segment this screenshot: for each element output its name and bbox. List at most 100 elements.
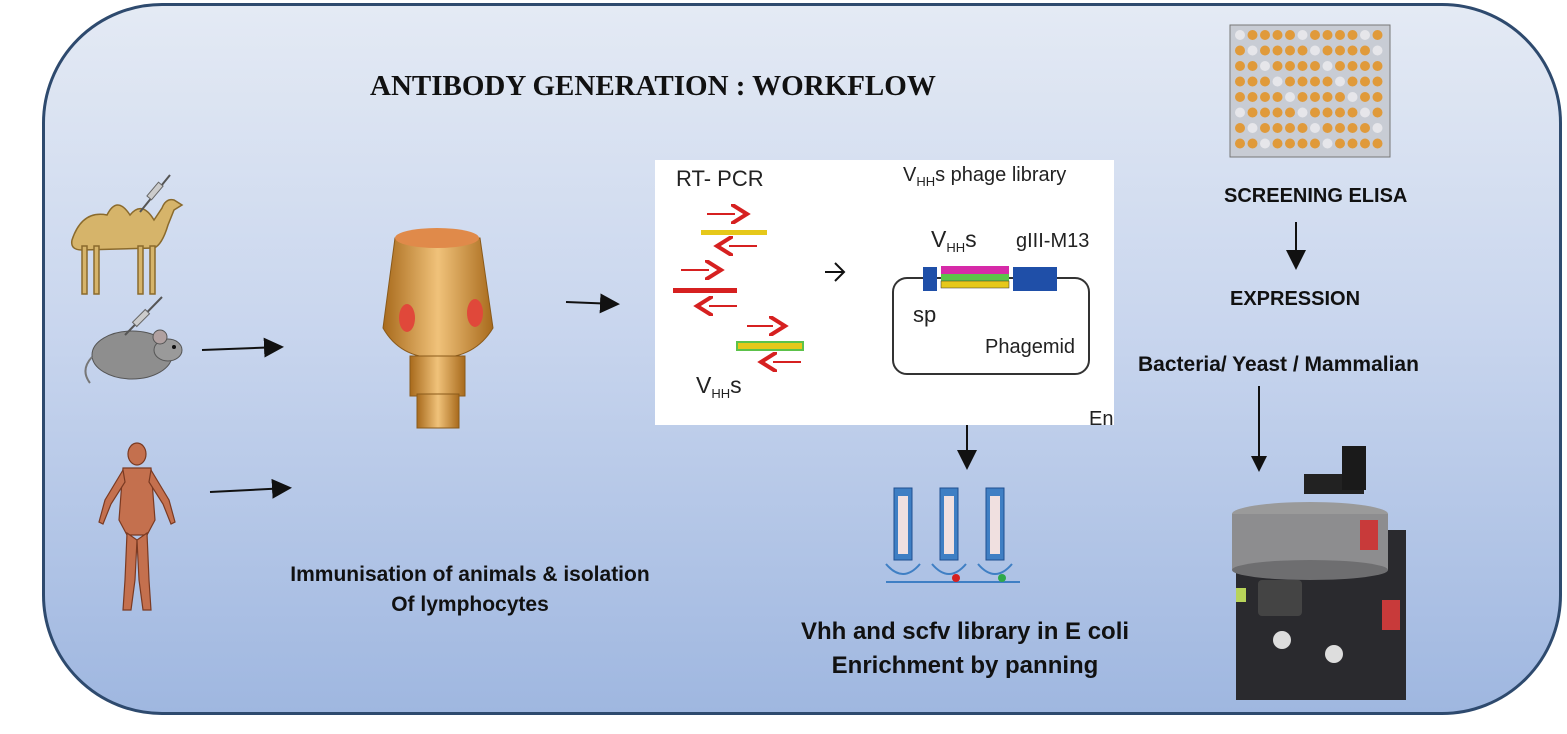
elisa-well xyxy=(1260,138,1270,149)
elisa-well xyxy=(1260,92,1270,102)
elisa-well xyxy=(1335,30,1345,40)
elisa-well xyxy=(1335,45,1345,56)
elisa-well xyxy=(1235,92,1245,102)
elisa-well xyxy=(1297,138,1308,149)
vhhs-primer-label: VHHs xyxy=(696,372,742,401)
elisa-well xyxy=(1235,30,1245,40)
elisa-well xyxy=(1247,61,1258,71)
elisa-well xyxy=(1285,61,1295,71)
library-caption: Vhh and scfv library in E coli Enrichmen… xyxy=(800,618,1130,679)
elisa-well xyxy=(1322,123,1333,133)
elisa-well xyxy=(1310,76,1320,87)
elisa-well xyxy=(1285,92,1295,102)
elisa-well xyxy=(1272,30,1283,40)
elisa-plate-icon xyxy=(1229,24,1391,158)
elisa-well xyxy=(1235,61,1245,71)
elisa-well xyxy=(1322,30,1333,40)
elisa-well xyxy=(1347,123,1358,133)
elisa-well xyxy=(1322,107,1333,118)
elisa-well xyxy=(1372,45,1383,56)
mouse-icon xyxy=(84,296,183,384)
elisa-well xyxy=(1235,123,1245,133)
elisa-well xyxy=(1347,138,1358,149)
elisa-well xyxy=(1235,107,1245,118)
lymphocyte-vessel-icon xyxy=(382,228,494,429)
pcr-schematic xyxy=(673,160,1090,375)
elisa-well xyxy=(1310,138,1320,149)
elisa-well xyxy=(1322,138,1333,149)
elisa-well xyxy=(1285,76,1295,87)
elisa-well xyxy=(1260,61,1270,71)
elisa-well xyxy=(1360,107,1370,118)
arrow-mouse-to-lymph xyxy=(201,337,284,358)
elisa-well xyxy=(1272,45,1283,56)
elisa-well xyxy=(1260,123,1270,133)
elisa-well xyxy=(1310,45,1320,56)
elisa-well xyxy=(1372,123,1383,133)
elisa-well xyxy=(1297,45,1308,56)
elisa-well xyxy=(1335,76,1345,87)
elisa-well xyxy=(1322,61,1333,71)
elisa-well xyxy=(1310,61,1320,71)
elisa-well xyxy=(1310,92,1320,102)
elisa-well xyxy=(1335,92,1345,102)
human-anatomy-icon xyxy=(98,442,176,611)
sp-label: sp xyxy=(913,302,937,327)
giii-m13-label: gIII-M13 xyxy=(1016,230,1090,252)
elisa-well xyxy=(1247,92,1258,102)
elisa-well xyxy=(1335,107,1345,118)
elisa-well xyxy=(1372,138,1383,149)
elisa-well xyxy=(1335,138,1345,149)
elisa-well xyxy=(1297,107,1308,118)
elisa-well xyxy=(1247,45,1258,56)
elisa-well xyxy=(1297,123,1308,133)
elisa-well xyxy=(1297,30,1308,40)
elisa-well xyxy=(1235,138,1245,149)
elisa-well xyxy=(1360,123,1370,133)
expression-label: EXPRESSION xyxy=(1230,288,1361,310)
elisa-well xyxy=(1347,92,1358,102)
elisa-well xyxy=(1247,107,1258,118)
bioreactor-icon xyxy=(1232,446,1406,700)
elisa-well xyxy=(1260,107,1270,118)
elisa-well xyxy=(1335,61,1345,71)
elisa-well xyxy=(1272,92,1283,102)
camel-icon xyxy=(70,174,184,295)
diagram-title: ANTIBODY GENERATION : WORKFLOW xyxy=(370,70,936,102)
elisa-well xyxy=(1372,107,1383,118)
elisa-well xyxy=(1347,61,1358,71)
arrow-lymph-to-pcr xyxy=(565,293,620,314)
elisa-well xyxy=(1285,138,1295,149)
elisa-well xyxy=(1297,76,1308,87)
elisa-well xyxy=(1372,30,1383,40)
elisa-well xyxy=(1360,92,1370,102)
elisa-well xyxy=(1310,30,1320,40)
rt-pcr-label: RT- PCR xyxy=(676,166,764,191)
elisa-well xyxy=(1297,61,1308,71)
elisa-well xyxy=(1247,138,1258,149)
elisa-well xyxy=(1360,61,1370,71)
elisa-well xyxy=(1310,123,1320,133)
elisa-well xyxy=(1322,45,1333,56)
elisa-well xyxy=(1247,76,1258,87)
elisa-well xyxy=(1335,123,1345,133)
elisa-well xyxy=(1297,92,1308,102)
elisa-well xyxy=(1247,123,1258,133)
elisa-well xyxy=(1322,92,1333,102)
elisa-well xyxy=(1322,76,1333,87)
elisa-well xyxy=(1272,107,1283,118)
elisa-well xyxy=(1347,45,1358,56)
elisa-well xyxy=(1310,107,1320,118)
elisa-well xyxy=(1235,45,1245,56)
arrow-human-to-lymph xyxy=(209,478,292,499)
expression-hosts-label: Bacteria/ Yeast / Mammalian xyxy=(1138,353,1419,376)
elisa-well xyxy=(1360,76,1370,87)
elisa-well xyxy=(1347,107,1358,118)
elisa-well xyxy=(1285,30,1295,40)
elisa-well xyxy=(1347,76,1358,87)
elisa-well xyxy=(1260,45,1270,56)
elisa-well xyxy=(1247,30,1258,40)
pcr-phage-library-panel: RT- PCR VHHs phage library VHHs gIII-M13… xyxy=(655,160,1114,425)
elisa-well xyxy=(1285,123,1295,133)
elisa-well xyxy=(1235,76,1245,87)
